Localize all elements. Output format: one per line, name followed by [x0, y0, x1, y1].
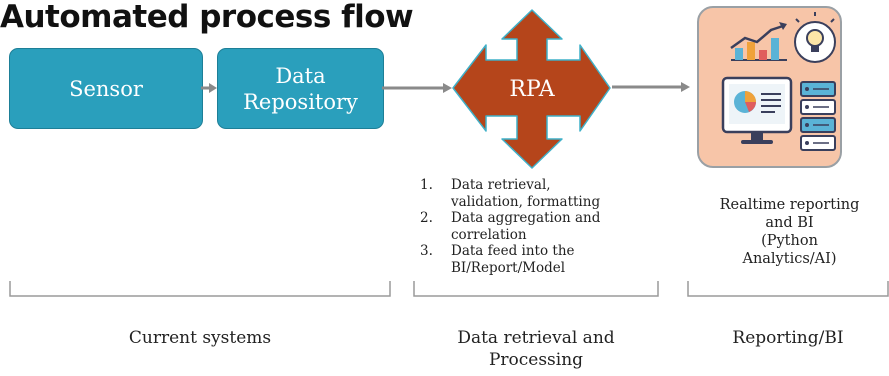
arrowhead-sensor-to-repository — [209, 83, 217, 93]
rpa-steps-list: 1. Data retrieval, validation, formattin… — [416, 177, 600, 276]
repository-label-line1: Data — [275, 63, 326, 88]
caption-current-systems: Current systems — [128, 328, 272, 348]
page-title: Automated process flow — [0, 0, 414, 35]
server-rack-icon — [800, 81, 836, 151]
reporting-line: Realtime reporting — [719, 197, 860, 213]
sensor-box: Sensor — [9, 48, 203, 129]
reporting-line: Analytics/AI) — [742, 251, 837, 267]
step-line: Data aggregation and — [451, 210, 601, 226]
sensor-label: Sensor — [69, 76, 143, 101]
rpa-step: 1. Data retrieval, validation, formattin… — [416, 177, 600, 210]
reporting-description: Realtime reporting and BI (Python Analyt… — [690, 196, 889, 268]
bracket-reporting — [687, 281, 889, 297]
connector-arrows — [201, 82, 690, 93]
rpa-label: RPA — [509, 77, 555, 102]
repository-label-line2: Repository — [243, 89, 358, 114]
step-number: 3. — [420, 243, 433, 259]
caption-reporting: Reporting/BI — [732, 328, 844, 348]
reporting-line: (Python — [761, 233, 818, 249]
rpa-step: 3. Data feed into the BI/Report/Model — [416, 243, 600, 276]
lightbulb-icon — [794, 12, 836, 63]
step-number: 2. — [420, 210, 433, 226]
reporting-illustration — [721, 12, 836, 151]
monitor-dashboard-icon — [721, 76, 793, 144]
step-line: validation, formatting — [451, 193, 601, 210]
bracket-processing — [413, 281, 659, 297]
step-line: correlation — [451, 226, 527, 243]
step-line: BI/Report/Model — [451, 259, 566, 276]
bracket-current-systems — [9, 281, 391, 297]
reporting-icon-card — [697, 6, 842, 168]
step-number: 1. — [420, 177, 433, 193]
section-brackets — [9, 281, 889, 297]
caption-processing-line1: Data retrieval and — [457, 328, 615, 348]
rpa-star-shape — [452, 9, 611, 169]
rpa-step: 2. Data aggregation and correlation — [416, 210, 600, 243]
caption-processing-line2: Processing — [488, 350, 584, 370]
caption-processing: Data retrieval and Processing — [414, 327, 658, 371]
arrowhead-repository-to-rpa — [443, 83, 452, 93]
arrowhead-rpa-to-reporting — [681, 82, 690, 92]
growth-chart-icon — [730, 22, 787, 61]
step-line: Data feed into the — [451, 243, 575, 259]
reporting-line: and BI — [765, 215, 814, 231]
step-line: Data retrieval, — [451, 177, 551, 193]
